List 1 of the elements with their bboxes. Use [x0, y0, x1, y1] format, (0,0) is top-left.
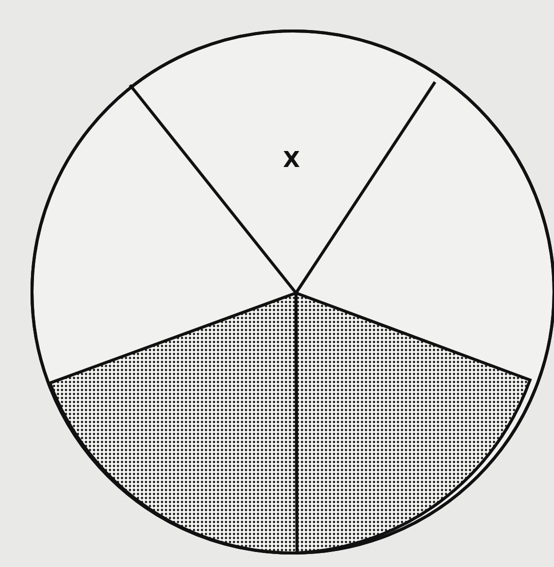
- sector-label: X: [283, 148, 300, 173]
